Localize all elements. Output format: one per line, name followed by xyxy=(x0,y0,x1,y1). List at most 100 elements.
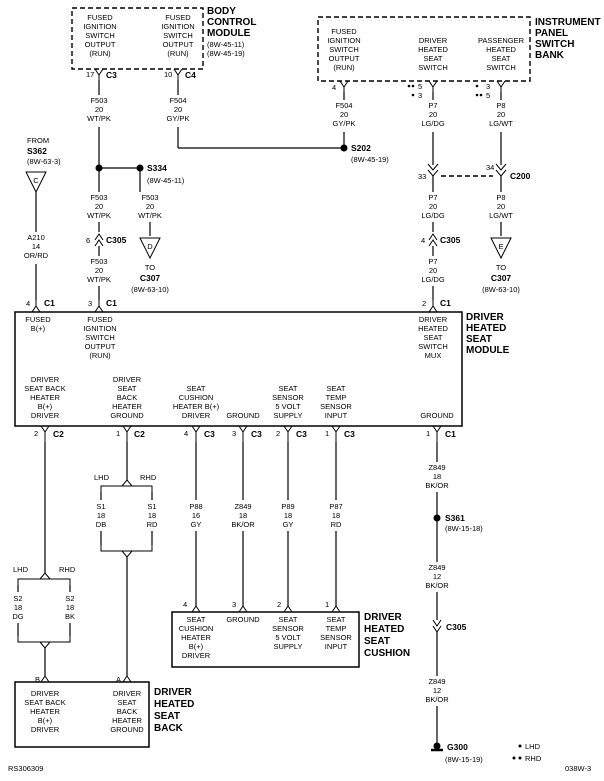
svg-text:4: 4 xyxy=(421,236,425,245)
svg-text:4: 4 xyxy=(26,299,30,308)
wire-p7-upper: P7 20 LG/DG xyxy=(421,92,445,165)
cushion-title: DRIVER HEATED SEAT CUSHION xyxy=(364,612,410,659)
svg-text:DRIVER: DRIVER xyxy=(419,36,448,45)
svg-text:PANEL: PANEL xyxy=(535,28,568,39)
module-connector-c1-pin4: 4 C1 xyxy=(26,298,55,313)
svg-text:C3: C3 xyxy=(204,429,215,439)
svg-text:BK: BK xyxy=(65,612,75,621)
svg-text:HEATER: HEATER xyxy=(181,633,211,642)
triangle-e-to-c307: E TO C307 (8W-63-10) xyxy=(482,237,520,294)
svg-text:WT/PK: WT/PK xyxy=(87,211,111,220)
svg-text:(RUN): (RUN) xyxy=(89,351,111,360)
ip-driver-heated-seat-switch-label: DRIVER HEATED SEAT SWITCH xyxy=(418,36,448,72)
svg-text:LG/DG: LG/DG xyxy=(421,211,445,220)
svg-text:20: 20 xyxy=(146,202,154,211)
svg-text:S361: S361 xyxy=(445,513,465,523)
svg-text:S2: S2 xyxy=(13,594,22,603)
svg-text:F503: F503 xyxy=(141,193,158,202)
svg-text:OUTPUT: OUTPUT xyxy=(163,40,194,49)
splice-s334: S334 (8W-45-11) xyxy=(95,163,185,185)
g300-legend: LHD RHD xyxy=(512,742,542,763)
svg-text:SWITCH: SWITCH xyxy=(418,342,448,351)
svg-text:E: E xyxy=(498,242,503,251)
splice-s361: S361 (8W-15-18) xyxy=(433,513,483,533)
svg-text:SENSOR: SENSOR xyxy=(320,402,352,411)
connector-c200: 33 34 C200 xyxy=(418,163,531,181)
svg-text:SEAT: SEAT xyxy=(466,334,492,345)
svg-text:SEAT: SEAT xyxy=(278,615,297,624)
svg-text:D: D xyxy=(147,242,153,251)
svg-text:P8: P8 xyxy=(496,193,505,202)
wire-p89: P89 18 GY xyxy=(281,442,295,606)
module-connector-c1-pin2: 2 C1 xyxy=(422,298,451,313)
svg-text:20: 20 xyxy=(497,202,505,211)
svg-text:DG: DG xyxy=(12,612,23,621)
svg-text:B(+): B(+) xyxy=(31,324,46,333)
wire-p87: P87 18 RD xyxy=(329,442,343,606)
instrument-panel-switch-bank-outline xyxy=(317,16,531,82)
svg-text:18: 18 xyxy=(97,511,105,520)
module-sensor-supply-label: SEAT SENSOR 5 VOLT SUPPLY xyxy=(272,384,304,420)
svg-text:GROUND: GROUND xyxy=(226,411,260,420)
svg-text:HEATED: HEATED xyxy=(486,45,516,54)
svg-text:LG/DG: LG/DG xyxy=(421,119,445,128)
svg-text:CONTROL: CONTROL xyxy=(207,17,256,28)
svg-text:5 VOLT: 5 VOLT xyxy=(275,402,301,411)
cushion-temp-sensor-label: SEAT TEMP SENSOR INPUT xyxy=(320,615,352,651)
svg-text:HEATED: HEATED xyxy=(364,624,404,635)
module-seat-back-ground-label: DRIVER SEAT BACK HEATER GROUND xyxy=(110,375,144,420)
wire-p7-lower: P7 20 LG/DG xyxy=(421,246,445,300)
svg-text:GY/PK: GY/PK xyxy=(333,119,356,128)
svg-text:F503: F503 xyxy=(90,257,107,266)
svg-text:DRIVER: DRIVER xyxy=(31,725,60,734)
cushion-heater-bplus-label: SEAT CUSHION HEATER B(+) DRIVER xyxy=(179,615,214,660)
svg-text:3: 3 xyxy=(418,91,422,100)
svg-text:TO: TO xyxy=(496,263,506,272)
svg-text:MODULE: MODULE xyxy=(207,28,251,39)
from-s362-reference: FROM S362 (8W-63-3) C xyxy=(25,136,61,194)
svg-text:INSTRUMENT: INSTRUMENT xyxy=(535,17,601,28)
svg-text:DRIVER: DRIVER xyxy=(419,315,448,324)
svg-text:GY: GY xyxy=(283,520,294,529)
svg-text:FUSED: FUSED xyxy=(165,13,191,22)
svg-text:A: A xyxy=(116,675,121,684)
svg-text:4: 4 xyxy=(332,83,336,92)
svg-text:TO: TO xyxy=(145,263,155,272)
svg-text:OR/RD: OR/RD xyxy=(24,251,49,260)
module-fused-ignition-label: FUSED IGNITION SWITCH OUTPUT (RUN) xyxy=(83,315,116,360)
svg-text:DRIVER: DRIVER xyxy=(364,612,403,623)
svg-text:LHD: LHD xyxy=(94,473,110,482)
svg-text:P87: P87 xyxy=(329,502,342,511)
svg-text:S334: S334 xyxy=(147,163,167,173)
svg-text:2: 2 xyxy=(34,429,38,438)
svg-text:SUPPLY: SUPPLY xyxy=(273,411,302,420)
svg-text:14: 14 xyxy=(32,242,40,251)
svg-text:FUSED: FUSED xyxy=(87,13,113,22)
svg-text:IGNITION: IGNITION xyxy=(161,22,194,31)
wire-z849-cushion-ground: Z849 18 BK/OR xyxy=(231,442,255,606)
svg-text:C2: C2 xyxy=(134,429,145,439)
svg-text:C200: C200 xyxy=(510,171,531,181)
svg-text:RD: RD xyxy=(331,520,342,529)
body-control-module-outline xyxy=(71,7,204,70)
svg-text:C305: C305 xyxy=(106,235,127,245)
svg-text:2: 2 xyxy=(277,600,281,609)
module-cushion-bplus-label: SEAT CUSHION HEATER B(+) DRIVER xyxy=(173,384,220,420)
svg-text:GY/PK: GY/PK xyxy=(167,114,190,123)
svg-text:SEAT: SEAT xyxy=(117,698,136,707)
svg-text:SWITCH: SWITCH xyxy=(85,31,115,40)
svg-text:S202: S202 xyxy=(351,143,371,153)
svg-text:WT/PK: WT/PK xyxy=(138,211,162,220)
wire-p8-lower: P8 20 LG/WT xyxy=(489,176,513,236)
svg-text:17: 17 xyxy=(86,70,94,79)
svg-text:RHD: RHD xyxy=(59,565,76,574)
svg-text:1: 1 xyxy=(325,429,329,438)
svg-text:DRIVER: DRIVER xyxy=(154,687,193,698)
svg-text:(8W-45-19): (8W-45-19) xyxy=(207,49,245,58)
svg-text:LG/WT: LG/WT xyxy=(489,211,513,220)
svg-text:18: 18 xyxy=(332,511,340,520)
svg-text:P88: P88 xyxy=(189,502,202,511)
svg-text:2: 2 xyxy=(422,299,426,308)
svg-text:18: 18 xyxy=(148,511,156,520)
svg-text:C305: C305 xyxy=(440,235,461,245)
